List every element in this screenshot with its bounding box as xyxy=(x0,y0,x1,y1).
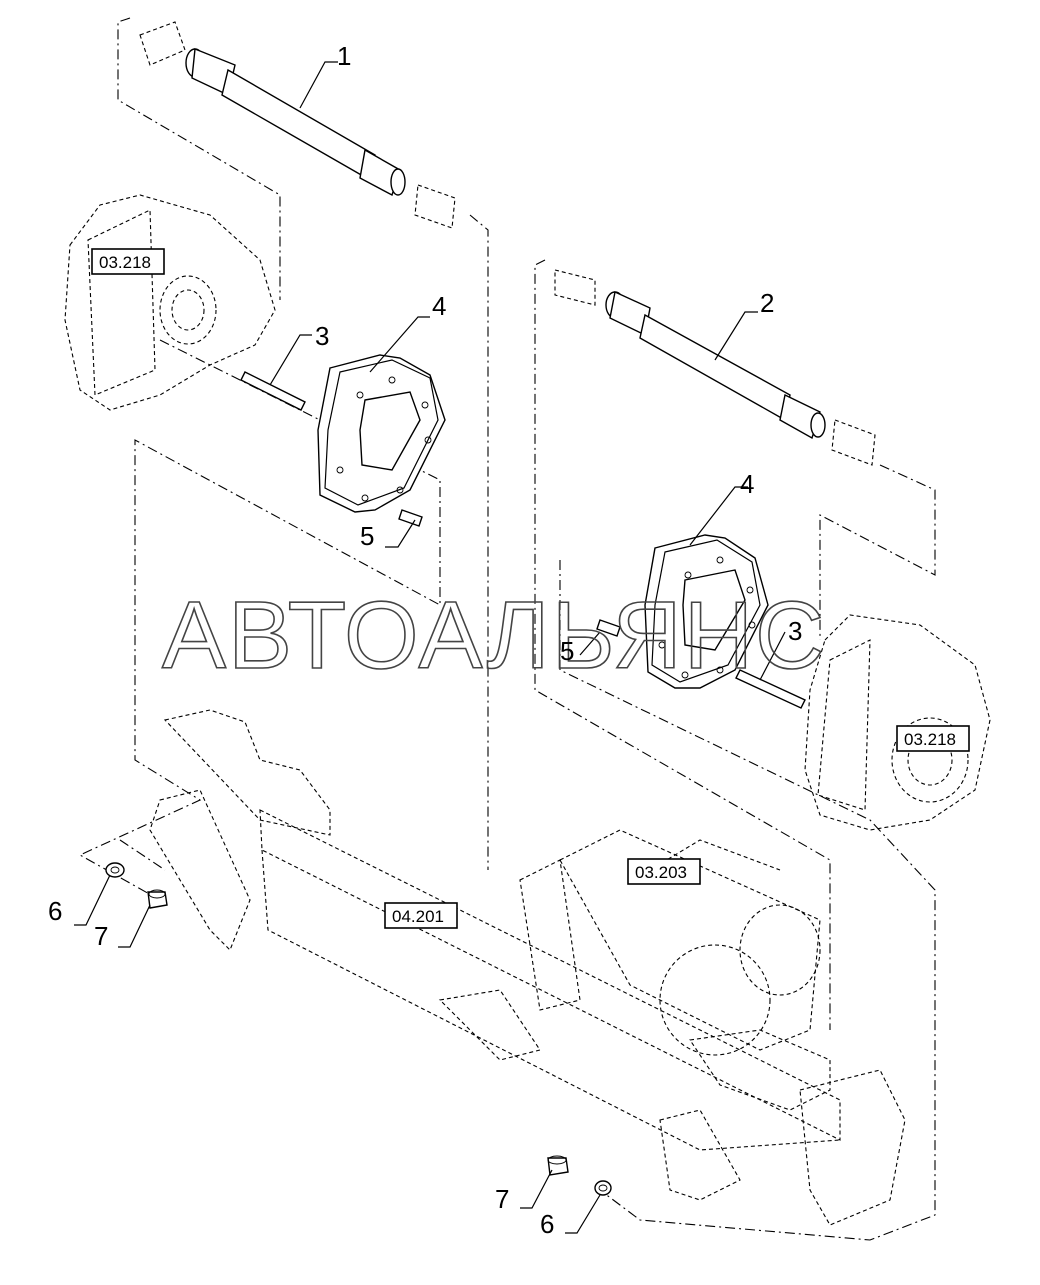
nut-7-bottom xyxy=(547,1155,569,1176)
watermark-text: АВТОАЛЬЯНС xyxy=(162,582,826,689)
flange-plate-4-right xyxy=(644,534,769,689)
ref-label-03-218-left: 03.218 xyxy=(99,253,151,272)
ref-box-04-201[interactable]: 04.201 xyxy=(384,902,458,929)
ref-label-03-203: 03.203 xyxy=(635,863,687,882)
part-label-3-left: 3 xyxy=(315,321,329,351)
shaft-1 xyxy=(139,21,456,229)
part-label-6-left: 6 xyxy=(48,896,62,926)
nut-7-left xyxy=(147,889,168,909)
leader-lines xyxy=(74,61,786,1234)
ref-box-03-203[interactable]: 03.203 xyxy=(627,858,701,885)
part-label-1: 1 xyxy=(337,41,351,71)
assembly-lines xyxy=(78,17,936,1241)
part-label-2: 2 xyxy=(760,288,774,318)
gearbox-left xyxy=(64,194,276,411)
flange-plate-4-left xyxy=(317,354,446,513)
ref-label-03-218-right: 03.218 xyxy=(904,730,956,749)
part-label-6-bottom: 6 xyxy=(540,1209,554,1239)
ref-box-03-218-right[interactable]: 03.218 xyxy=(896,725,970,752)
washer-6-left xyxy=(105,862,125,878)
part-label-5-right: 5 xyxy=(560,636,574,666)
stud-3-left xyxy=(240,371,306,411)
stud-3-right xyxy=(735,669,806,709)
shaft-2 xyxy=(554,269,876,466)
part-label-7-left: 7 xyxy=(94,921,108,951)
pin-5-right xyxy=(596,619,621,637)
part-label-4-right: 4 xyxy=(740,469,754,499)
ref-box-03-218-left[interactable]: 03.218 xyxy=(91,248,165,275)
part-label-4-left: 4 xyxy=(432,291,446,321)
part-number-labels: 1 2 3 4 5 4 5 3 6 7 7 6 xyxy=(48,41,802,1239)
pin-5-left xyxy=(398,509,423,527)
part-label-5-left: 5 xyxy=(360,521,374,551)
part-label-7-bottom: 7 xyxy=(495,1184,509,1214)
gearbox-right xyxy=(804,614,991,831)
ref-label-04-201: 04.201 xyxy=(392,907,444,926)
washer-6-bottom xyxy=(594,1180,612,1196)
axle-housing xyxy=(149,709,906,1226)
part-label-3-right: 3 xyxy=(788,616,802,646)
